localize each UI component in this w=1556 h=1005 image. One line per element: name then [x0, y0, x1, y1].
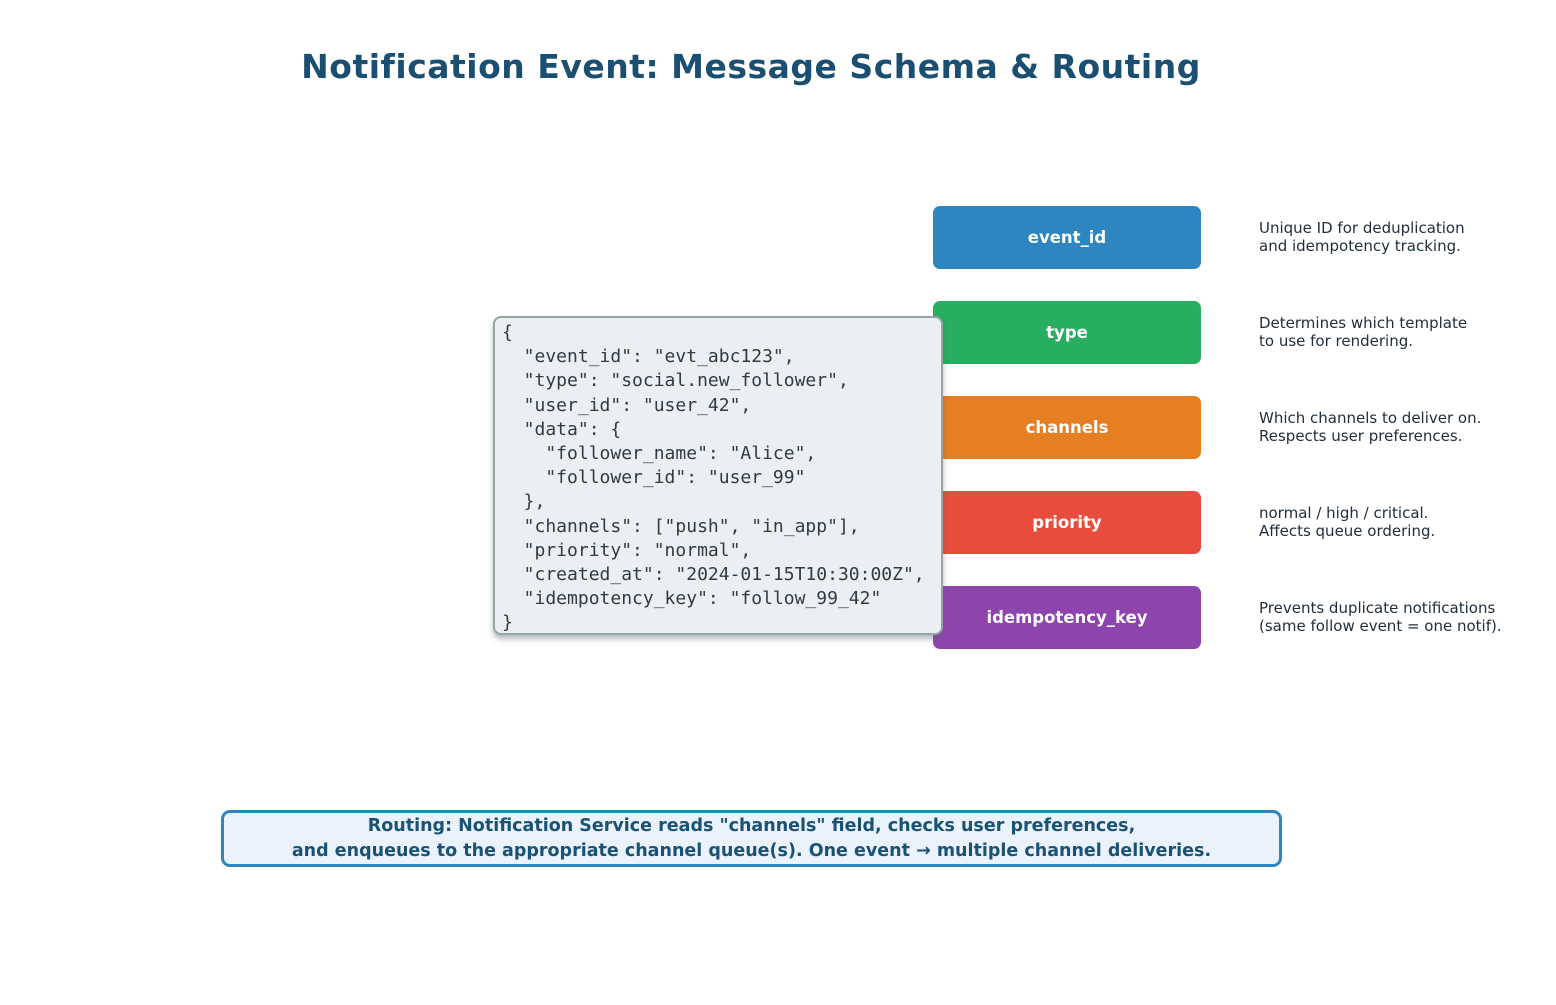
- field-description-line: Prevents duplicate notifications: [1259, 599, 1496, 617]
- field-description-idempotency-key: Prevents duplicate notifications (same f…: [1259, 599, 1502, 635]
- field-description-line: and idempotency tracking.: [1259, 237, 1461, 255]
- field-description-line: Which channels to deliver on.: [1259, 409, 1482, 427]
- field-description-line: normal / high / critical.: [1259, 504, 1429, 522]
- field-description-event-id: Unique ID for deduplication and idempote…: [1259, 219, 1465, 255]
- routing-note-line: Routing: Notification Service reads "cha…: [367, 815, 1136, 836]
- field-label-priority: priority: [1032, 513, 1102, 532]
- field-label-event-id: event_id: [1027, 228, 1107, 247]
- field-description-type: Determines which template to use for ren…: [1259, 314, 1467, 350]
- json-example-code: { "event_id": "evt_abc123", "type": "soc…: [502, 322, 925, 634]
- json-example-panel: { "event_id": "evt_abc123", "type": "soc…: [493, 316, 943, 635]
- field-box-priority: priority: [933, 491, 1201, 554]
- routing-note: Routing: Notification Service reads "cha…: [221, 810, 1282, 867]
- field-description-line: (same follow event = one notif).: [1259, 617, 1502, 635]
- field-box-type: type: [933, 301, 1201, 364]
- field-label-idempotency-key: idempotency_key: [986, 608, 1148, 627]
- field-description-line: Affects queue ordering.: [1259, 522, 1436, 540]
- field-label-type: type: [1046, 323, 1088, 342]
- field-description-line: Respects user preferences.: [1259, 427, 1463, 445]
- field-label-channels: channels: [1025, 418, 1109, 437]
- field-box-event-id: event_id: [933, 206, 1201, 269]
- field-box-idempotency-key: idempotency_key: [933, 586, 1201, 649]
- field-description-channels: Which channels to deliver on. Respects u…: [1259, 409, 1481, 445]
- field-description-line: to use for rendering.: [1259, 332, 1413, 350]
- routing-note-line: and enqueues to the appropriate channel …: [291, 840, 1212, 861]
- field-description-line: Determines which template: [1259, 314, 1468, 332]
- page-title: Notification Event: Message Schema & Rou…: [301, 47, 1201, 86]
- field-description-line: Unique ID for deduplication: [1259, 219, 1465, 237]
- field-box-channels: channels: [933, 396, 1201, 459]
- field-description-priority: normal / high / critical. Affects queue …: [1259, 504, 1435, 540]
